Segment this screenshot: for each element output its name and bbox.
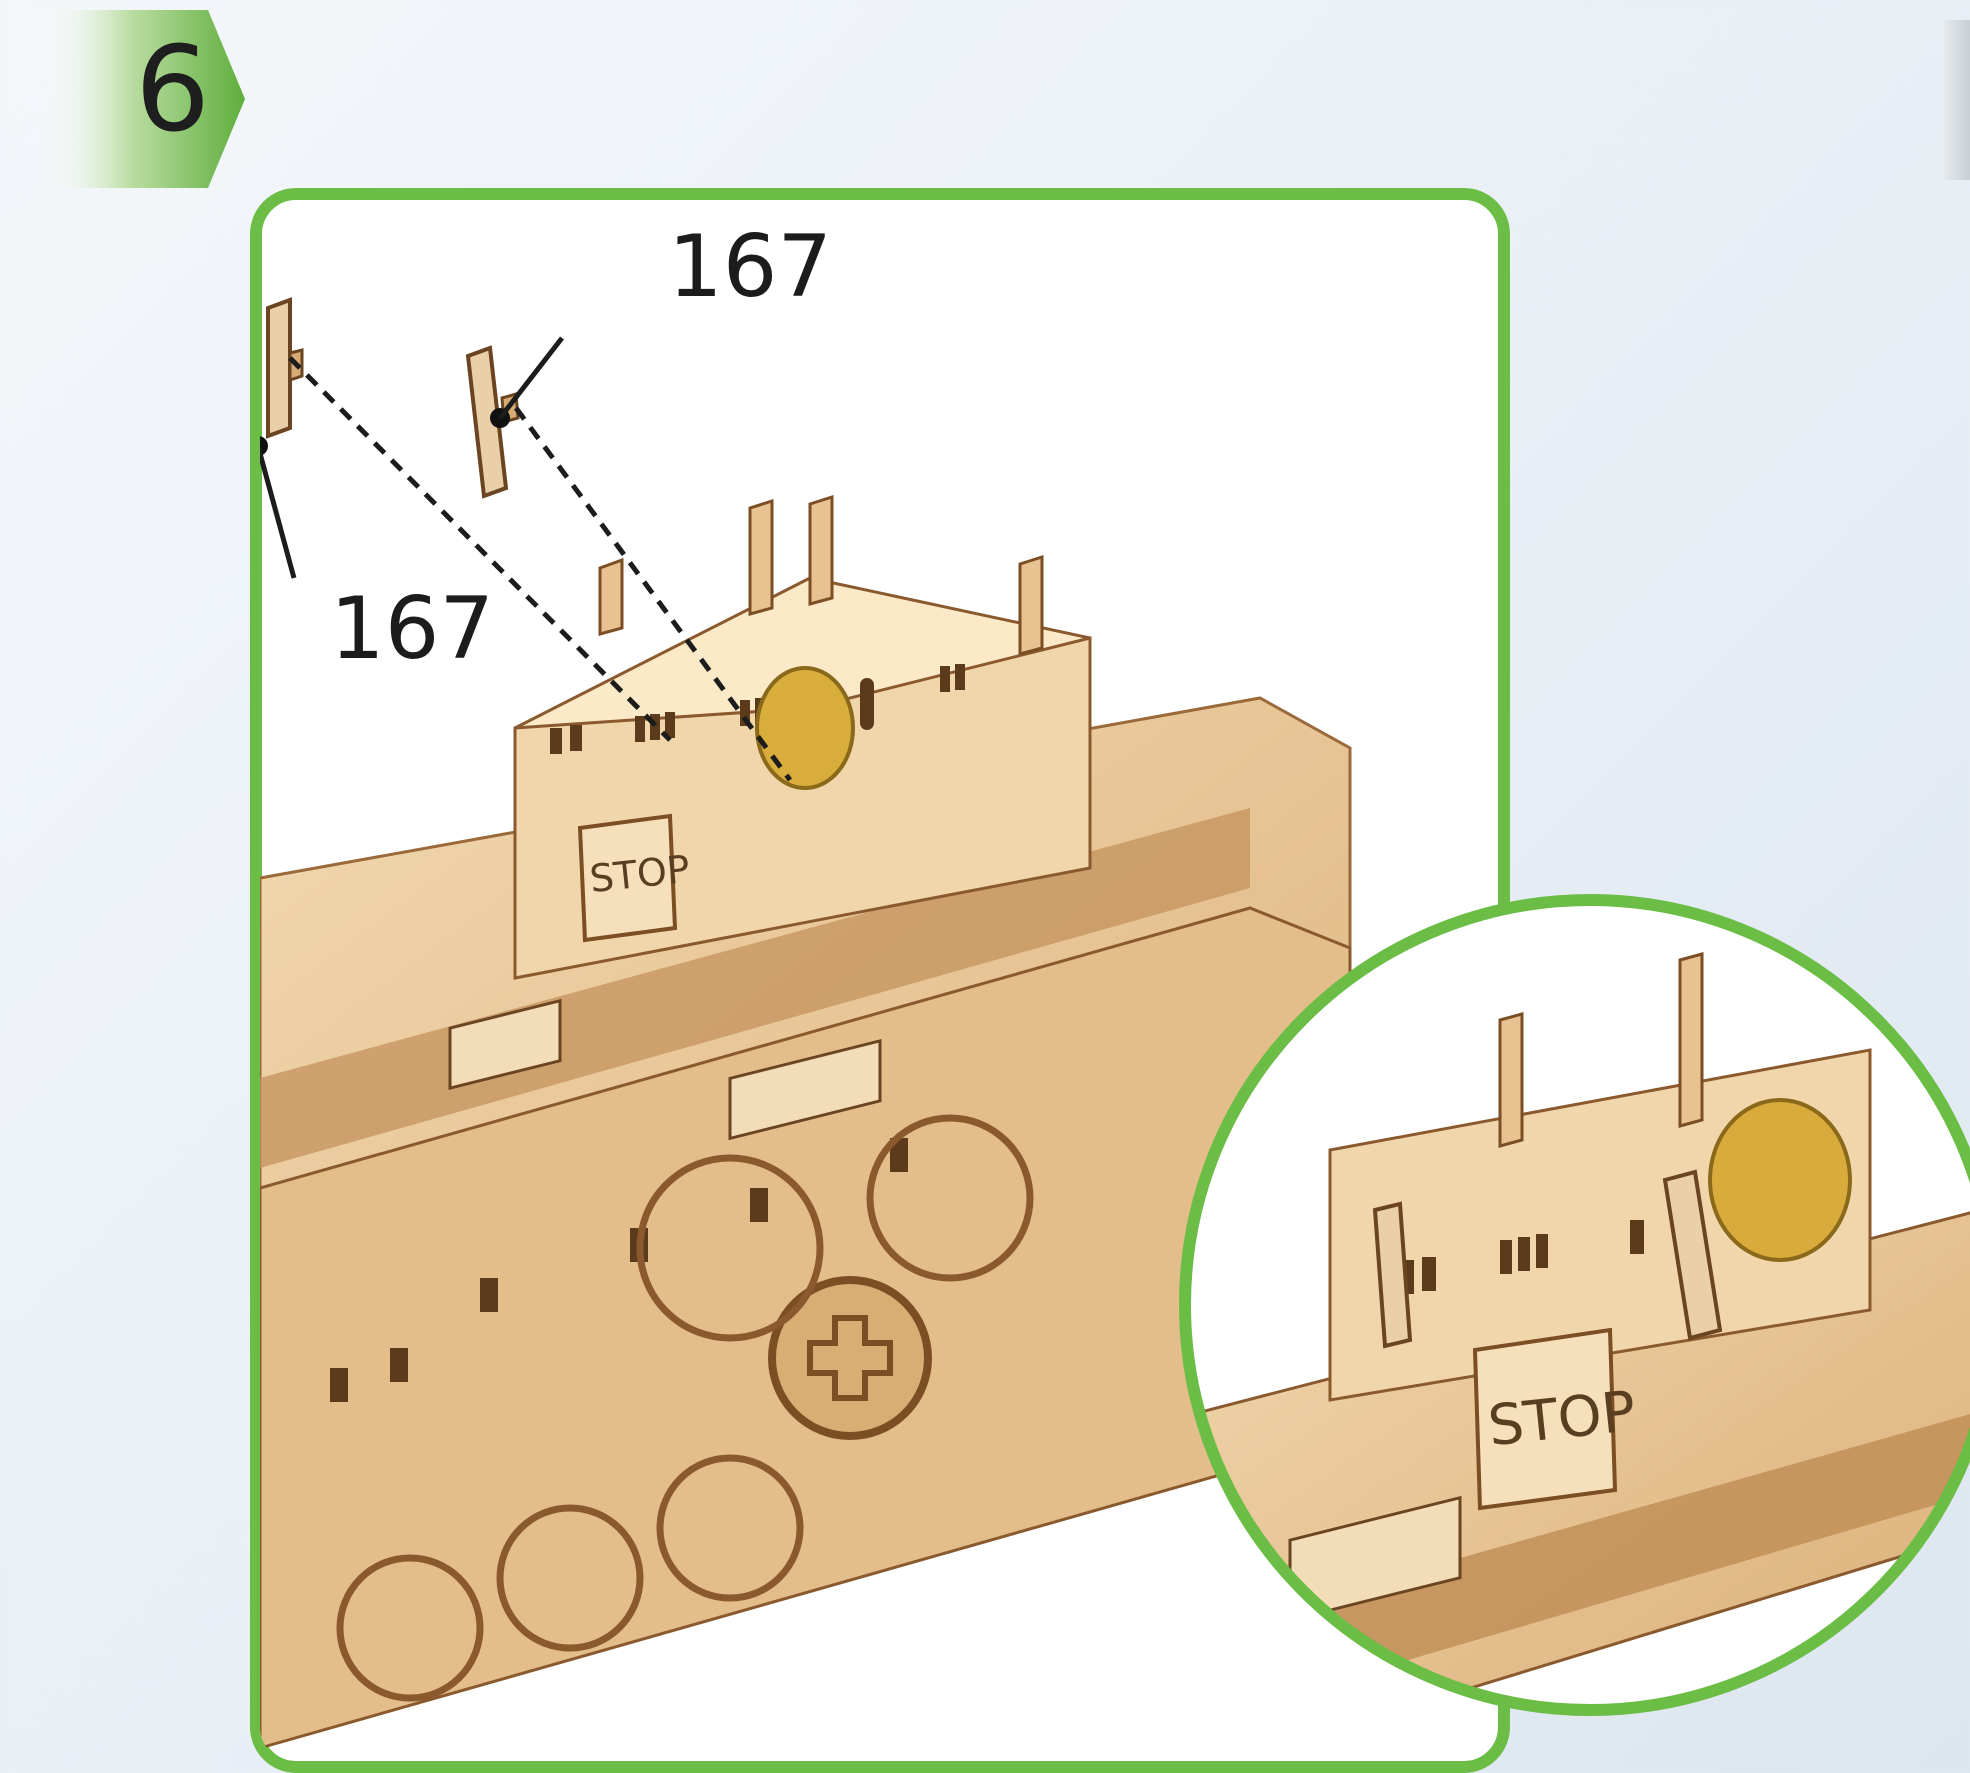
part-number-label: 167 <box>330 579 494 679</box>
step-number: 6 <box>135 30 210 148</box>
knob <box>772 1280 928 1436</box>
drum <box>757 668 853 788</box>
part-number-label: 167 <box>668 217 832 317</box>
next-step-edge <box>1944 20 1970 180</box>
zoom-detail: STOP <box>1170 880 1970 1730</box>
step-badge: 6 <box>40 10 250 188</box>
